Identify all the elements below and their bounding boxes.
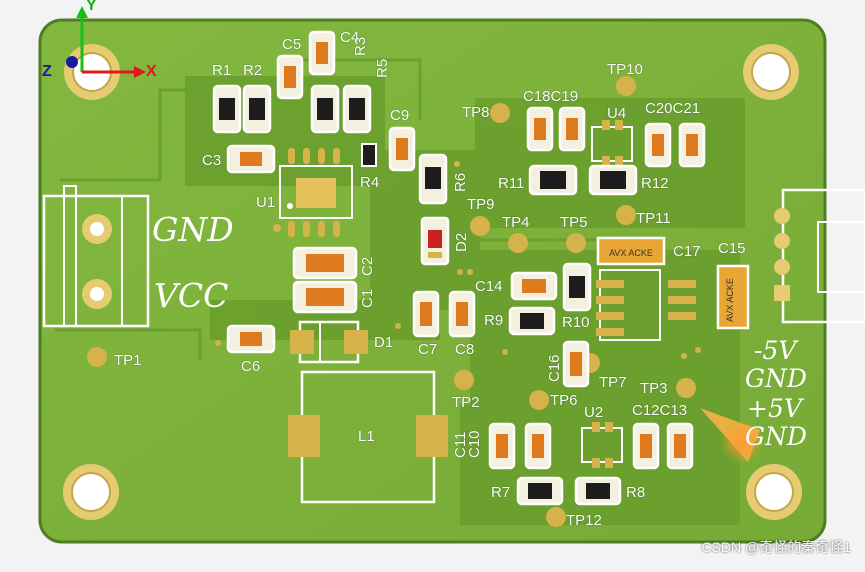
- label-l1: L1: [358, 428, 375, 445]
- label-c16: C16: [546, 354, 563, 382]
- label-c7: C7: [418, 341, 438, 358]
- label-minus5v: -5V: [754, 336, 797, 365]
- label-c3: C3: [202, 152, 222, 169]
- label-c14: C14: [475, 278, 503, 295]
- u4-chip: [591, 120, 633, 166]
- svg-text:AVX ACKE: AVX ACKE: [725, 278, 735, 322]
- label-u2: U2: [584, 404, 604, 421]
- label-r10: R10: [562, 314, 590, 331]
- label-u4: U4: [607, 105, 627, 122]
- label-c1: C1: [359, 288, 376, 308]
- csdn-watermark: CSDN @奇怪的秦奇怪1: [701, 539, 851, 555]
- axis-gizmo: [66, 6, 146, 78]
- label-tp9: TP9: [467, 196, 495, 213]
- label-c6: C6: [241, 358, 261, 375]
- power-connector: [42, 185, 150, 328]
- label-c8: C8: [455, 341, 475, 358]
- label-tp1: TP1: [114, 352, 142, 369]
- tantalum-caps: AVX ACKE AVX ACKE: [596, 236, 750, 330]
- label-r5: R5: [374, 58, 391, 78]
- led-d2: [420, 216, 450, 266]
- label-c15: C15: [718, 240, 746, 257]
- opamp-chip: [596, 269, 696, 341]
- label-tp4: TP4: [502, 214, 530, 231]
- label-u1: U1: [256, 194, 276, 211]
- label-c2: C2: [359, 256, 376, 276]
- label-r11: R11: [498, 175, 525, 192]
- label-r9: R9: [484, 312, 504, 329]
- svg-text:AVX ACKE: AVX ACKE: [609, 248, 653, 258]
- label-tp8: TP8: [462, 104, 490, 121]
- u2-chip: [581, 422, 623, 468]
- label-tp10: TP10: [607, 61, 643, 78]
- label-r6: R6: [452, 172, 469, 192]
- label-r2: R2: [243, 62, 263, 79]
- label-c20c21: C20C21: [645, 100, 701, 117]
- label-r3: R3: [352, 36, 369, 56]
- label-c5: C5: [282, 36, 302, 53]
- label-r4: R4: [360, 174, 380, 191]
- u1-chip: [279, 148, 353, 237]
- axis-x-label: X: [146, 63, 157, 80]
- label-tp12: TP12: [566, 512, 602, 529]
- label-c4: C4: [340, 29, 360, 46]
- capacitors: [226, 30, 706, 470]
- axis-y-label: Y: [86, 0, 97, 14]
- resistors: [212, 84, 638, 506]
- label-d1: D1: [374, 334, 394, 351]
- label-tp5: TP5: [560, 214, 588, 231]
- label-gnd-1: GND: [745, 364, 807, 393]
- label-plus5v: +5V: [747, 394, 802, 423]
- label-c10: C10: [466, 430, 483, 458]
- label-gnd-handwritten: GND: [152, 210, 234, 249]
- label-tp2: TP2: [452, 394, 480, 411]
- label-c18c19: C18C19: [523, 88, 579, 105]
- label-c12c13: C12C13: [632, 402, 688, 419]
- label-r7: R7: [491, 484, 511, 501]
- label-tp7: TP7: [599, 374, 627, 391]
- inductor-l1: [288, 370, 448, 504]
- signal-connector: [774, 188, 865, 324]
- label-r8: R8: [626, 484, 646, 501]
- diode-d1: [290, 320, 368, 364]
- label-tp11: TP11: [636, 210, 671, 227]
- label-vcc-handwritten: VCC: [154, 276, 229, 315]
- label-r1: R1: [212, 62, 232, 79]
- label-tp3: TP3: [640, 380, 668, 397]
- label-r12: R12: [641, 175, 669, 192]
- axis-z-label: Z: [42, 63, 52, 80]
- label-c17: C17: [673, 243, 701, 260]
- label-c9: C9: [390, 107, 410, 124]
- test-points: [87, 76, 696, 527]
- label-d2: D2: [453, 232, 470, 252]
- label-gnd-2: GND: [745, 422, 807, 451]
- label-tp6: TP6: [550, 392, 578, 409]
